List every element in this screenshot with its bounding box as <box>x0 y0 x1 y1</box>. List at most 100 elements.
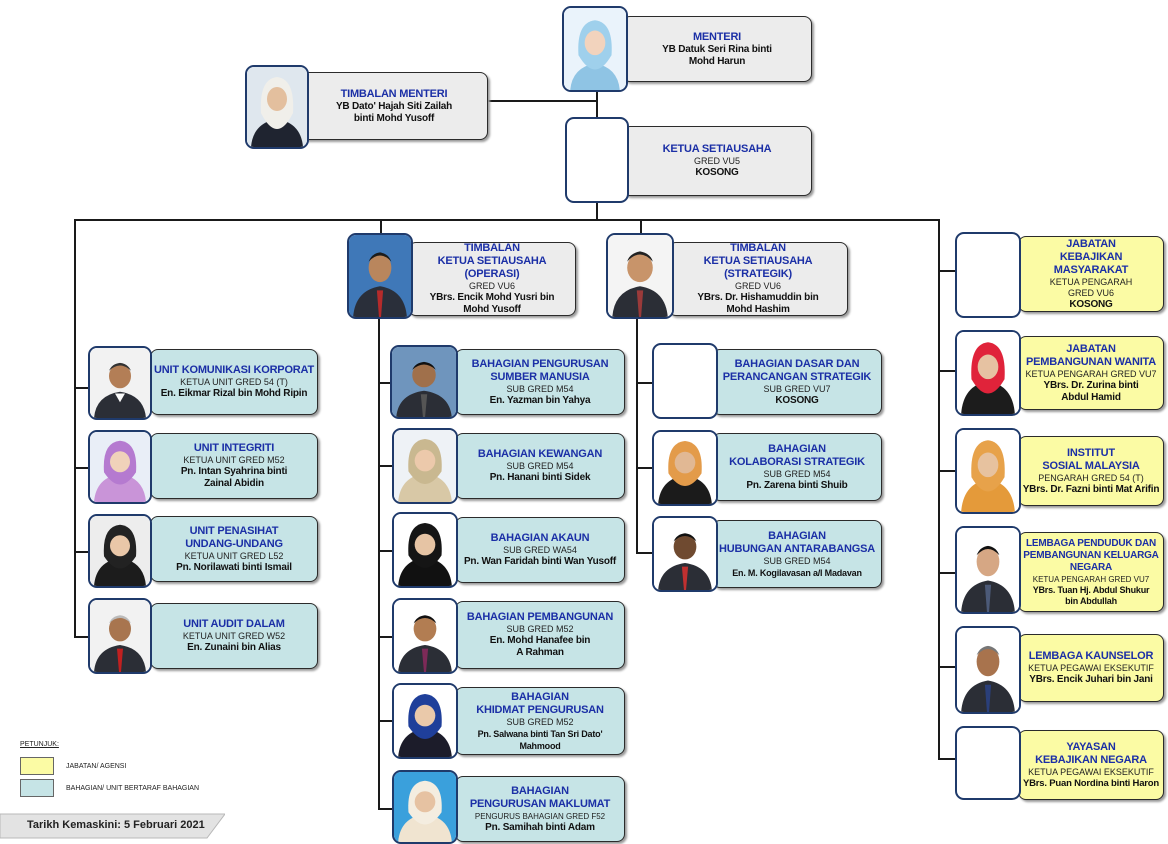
connector-line <box>74 219 76 637</box>
tksu-operasi-box: TIMBALAN KETUA SETIAUSAHA (OPERASI) GRED… <box>408 242 576 316</box>
node-title: UNIT KOMUNIKASI KORPORAT <box>154 364 314 376</box>
legend-label-agency: JABATAN/ AGENSI <box>66 763 127 770</box>
connector-line <box>74 467 88 469</box>
unit-penasihat-photo <box>88 514 152 588</box>
node-name: YBrs. Dr. Hishamuddin bin Mohd Hashim <box>697 292 819 315</box>
node-grade: KETUA UNIT GRED W52 <box>182 631 286 641</box>
node-name: KOSONG <box>695 167 739 178</box>
portrait-icon <box>394 430 456 502</box>
lppkn-photo <box>955 526 1021 614</box>
node-title: BAHAGIAN HUBUNGAN ANTARABANGSA <box>719 529 875 555</box>
ketua-setiausaha-photo-empty <box>565 117 629 203</box>
jab-kebajikan-box: JABATAN KEBAJIKAN MASYARAKAT KETUA PENGA… <box>1018 236 1164 312</box>
node-grade: SUB GRED VU7 <box>763 383 831 394</box>
node-grade: GRED VU5 <box>693 156 740 166</box>
timbalan-menteri-box: TIMBALAN MENTERI YB Dato' Hajah Siti Zai… <box>300 72 488 140</box>
node-grade: PENGARAH GRED 54 (T) <box>1038 472 1144 483</box>
connector-line <box>596 92 598 118</box>
lembaga-kaunselor-photo <box>955 626 1021 714</box>
connector-line <box>938 666 956 668</box>
lppkn-box: LEMBAGA PENDUDUK DAN PEMBANGUNAN KELUARG… <box>1018 532 1164 612</box>
portrait-icon <box>654 518 716 590</box>
node-grade: PENGURUS BAHAGIAN GRED F52 <box>474 811 606 821</box>
bhg-kewangan-box: BAHAGIAN KEWANGAN SUB GRED M54 Pn. Hanan… <box>455 433 625 499</box>
bhg-maklumat-photo <box>392 770 458 844</box>
node-title: JABATAN PEMBANGUNAN WANITA <box>1025 342 1157 368</box>
node-grade: GRED VU6 <box>734 281 781 291</box>
node-name: En. Eikmar Rizal bin Mohd Ripin <box>160 388 308 399</box>
connector-line <box>636 552 652 554</box>
connector-line <box>378 465 392 467</box>
node-title: TIMBALAN KETUA SETIAUSAHA (OPERASI) <box>437 242 547 280</box>
connector-line <box>74 551 88 553</box>
node-grade: SUB GRED M54 <box>506 461 574 471</box>
legend-heading: PETUNJUK: <box>20 741 59 748</box>
menteri-box: MENTERI YB Datuk Seri Rina binti Mohd Ha… <box>622 16 812 82</box>
connector-line <box>636 318 638 554</box>
connector-line <box>380 219 382 237</box>
portrait-icon <box>564 8 626 90</box>
institut-sosial-photo <box>955 428 1021 514</box>
unit-penasihat-box: UNIT PENASIHAT UNDANG-UNDANG KETUA UNIT … <box>150 516 318 582</box>
node-name: YBrs. Encik Mohd Yusri bin Mohd Yusoff <box>429 292 555 315</box>
bhg-maklumat-box: BAHAGIAN PENGURUSAN MAKLUMAT PENGURUS BA… <box>455 776 625 842</box>
bhg-sumber-manusia-photo <box>390 345 458 419</box>
connector-line <box>938 370 956 372</box>
node-name: YBrs. Dr. Fazni binti Mat Arifin <box>1022 483 1160 495</box>
connector-line <box>74 387 88 389</box>
portrait-icon <box>957 332 1019 414</box>
connector-line <box>938 219 940 759</box>
node-grade: KETUA UNIT GRED L52 <box>184 550 284 561</box>
connector-line <box>938 572 956 574</box>
portrait-icon <box>957 430 1019 512</box>
portrait-icon <box>394 772 456 842</box>
node-title: BAHAGIAN KOLABORASI STRATEGIK <box>729 442 865 468</box>
bhg-kolaborasi-box: BAHAGIAN KOLABORASI STRATEGIK SUB GRED M… <box>712 433 882 501</box>
menteri-photo <box>562 6 628 92</box>
node-name: En. M. Kogilavasan a/l Madavan <box>732 567 862 578</box>
node-name: En. Mohd Hanafee bin A Rahman <box>489 635 591 658</box>
bhg-pembangunan-box: BAHAGIAN PEMBANGUNAN SUB GRED M52 En. Mo… <box>455 601 625 669</box>
portrait-icon <box>349 235 411 317</box>
unit-audit-box: UNIT AUDIT DALAM KETUA UNIT GRED W52 En.… <box>150 603 318 669</box>
portrait-icon <box>394 685 456 757</box>
node-grade: KETUA PEGAWAI EKSEKUTIF <box>1028 663 1154 673</box>
jab-wanita-box: JABATAN PEMBANGUNAN WANITA KETUA PENGARA… <box>1018 336 1164 410</box>
node-name: KOSONG <box>775 394 819 406</box>
node-grade: SUB GRED M54 <box>763 555 831 566</box>
bhg-antarabangsa-box: BAHAGIAN HUBUNGAN ANTARABANGSA SUB GRED … <box>712 520 882 588</box>
portrait-icon <box>957 528 1019 612</box>
node-title: LEMBAGA KAUNSELOR <box>1028 650 1154 662</box>
node-grade: SUB GRED M52 <box>506 716 574 727</box>
footer-banner <box>0 813 225 839</box>
connector-line <box>938 758 956 760</box>
bhg-akaun-box: BAHAGIAN AKAUN SUB GRED WA54 Pn. Wan Far… <box>455 517 625 583</box>
portrait-icon <box>608 235 672 317</box>
bhg-khidmat-photo <box>392 683 458 759</box>
node-title: TIMBALAN KETUA SETIAUSAHA (STRATEGIK) <box>703 242 813 280</box>
legend-swatch-agency <box>20 757 54 775</box>
node-title: BAHAGIAN DASAR DAN PERANCANGAN STRATEGIK <box>722 357 872 383</box>
timbalan-menteri-photo <box>245 65 309 149</box>
portrait-icon <box>957 628 1019 712</box>
bhg-akaun-photo <box>392 512 458 588</box>
node-name: YBrs. Dr. Zurina binti Abdul Hamid <box>1043 379 1139 403</box>
connector-line <box>378 720 392 722</box>
connector-line <box>378 550 392 552</box>
node-title: YAYASAN KEBAJIKAN NEGARA <box>1035 740 1147 766</box>
node-title: TIMBALAN MENTERI <box>340 87 448 100</box>
node-grade: SUB GRED WA54 <box>503 545 577 555</box>
bhg-khidmat-box: BAHAGIAN KHIDMAT PENGURUSAN SUB GRED M52… <box>455 687 625 755</box>
node-title: BAHAGIAN PEMBANGUNAN <box>466 611 614 623</box>
node-name: YB Datuk Seri Rina binti Mohd Harun <box>662 43 772 67</box>
node-grade: SUB GRED M52 <box>506 624 574 634</box>
tksu-strategik-box: TIMBALAN KETUA SETIAUSAHA (STRATEGIK) GR… <box>668 242 848 316</box>
connector-line <box>938 470 956 472</box>
connector-line <box>938 270 956 272</box>
footer-updated-date: Tarikh Kemaskini: 5 Februari 2021 <box>27 819 205 831</box>
node-name: Pn. Norilawati binti Ismail <box>176 561 292 573</box>
connector-line <box>596 196 598 220</box>
node-grade: GRED VU6 <box>468 281 515 291</box>
tksu-strategik-photo <box>606 233 674 319</box>
